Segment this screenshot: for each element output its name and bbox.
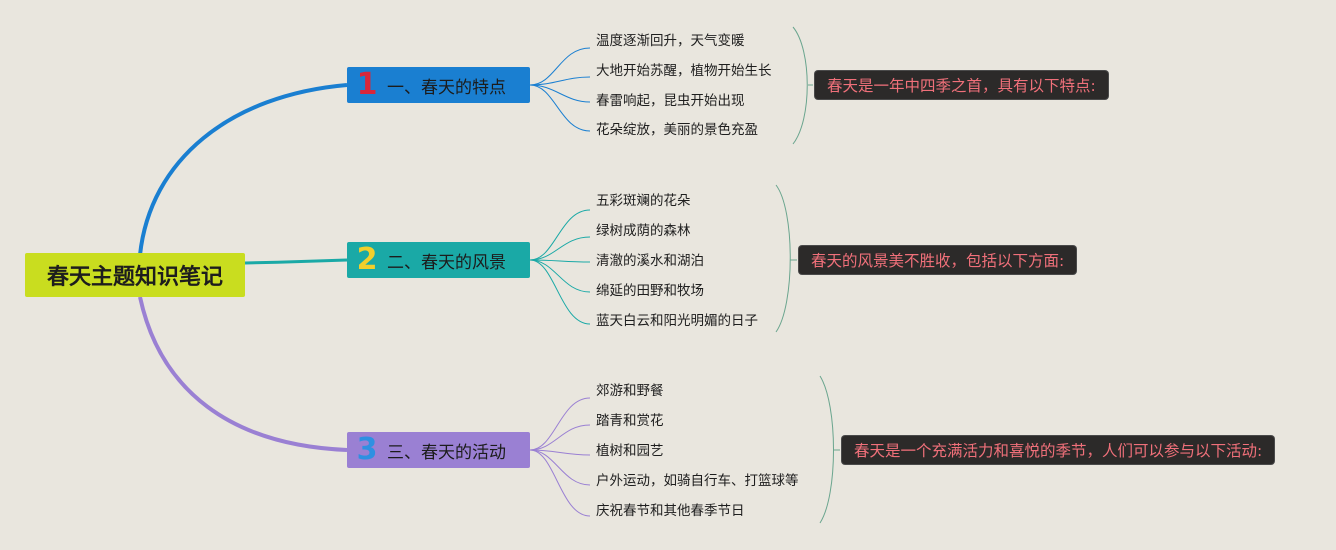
leaf-2-2[interactable]: 绿树成荫的森林 <box>596 223 691 239</box>
summary-note-1[interactable]: 春天是一年中四季之首，具有以下特点: <box>815 71 1108 99</box>
branch-3-topic[interactable]: 3 三、春天的活动 <box>347 432 530 468</box>
leaf-3-4[interactable]: 户外运动，如骑自行车、打篮球等 <box>596 473 799 489</box>
brace-branch-2 <box>775 184 791 333</box>
branch-2-label: 二、春天的风景 <box>387 252 506 273</box>
summary-note-2[interactable]: 春天的风景美不胜收，包括以下方面: <box>799 246 1077 274</box>
brace-branch-1 <box>792 26 808 145</box>
connector-branch-2-leaves <box>529 209 591 325</box>
summary-note-1-text: 春天是一年中四季之首，具有以下特点: <box>827 77 1096 95</box>
branch-1-label: 一、春天的特点 <box>387 77 506 98</box>
leaf-3-1[interactable]: 郊游和野餐 <box>596 383 664 399</box>
leaf-3-2[interactable]: 踏青和赏花 <box>596 413 664 429</box>
summary-note-2-text: 春天的风景美不胜收，包括以下方面: <box>811 252 1065 270</box>
root-topic[interactable]: 春天主题知识笔记 <box>25 253 245 297</box>
connector-root-branch-2 <box>244 258 348 265</box>
branch-1-number: 1 <box>356 67 378 102</box>
leaf-1-3[interactable]: 春雷响起，昆虫开始出现 <box>596 93 745 109</box>
leaf-2-4[interactable]: 绵延的田野和牧场 <box>596 283 704 299</box>
leaf-3-5[interactable]: 庆祝春节和其他春季节日 <box>596 503 745 519</box>
connector-root-branch-1 <box>138 83 348 256</box>
root-title: 春天主题知识笔记 <box>46 265 223 290</box>
leaf-1-2[interactable]: 大地开始苏醒，植物开始生长 <box>596 63 772 79</box>
summary-note-3-text: 春天是一个充满活力和喜悦的季节，人们可以参与以下活动: <box>854 442 1263 460</box>
leaf-1-1[interactable]: 温度逐渐回升，天气变暖 <box>596 33 745 49</box>
connector-branch-1-leaves <box>529 47 591 132</box>
branch-3-number: 3 <box>356 432 378 467</box>
summary-note-3[interactable]: 春天是一个充满活力和喜悦的季节，人们可以参与以下活动: <box>842 436 1275 464</box>
leaf-2-5[interactable]: 蓝天白云和阳光明媚的日子 <box>596 313 758 329</box>
branch-2-topic[interactable]: 2 二、春天的风景 <box>347 242 530 278</box>
leaf-2-1[interactable]: 五彩斑斓的花朵 <box>596 193 691 209</box>
leaf-3-3[interactable]: 植树和园艺 <box>596 443 664 459</box>
leaf-2-3[interactable]: 清澈的溪水和湖泊 <box>596 253 704 269</box>
branch-1-topic[interactable]: 1 一、春天的特点 <box>347 67 530 103</box>
branch-2-number: 2 <box>356 242 378 277</box>
brace-branch-3 <box>819 375 834 524</box>
connector-root-branch-3 <box>138 296 348 452</box>
branch-3-label: 三、春天的活动 <box>387 442 506 463</box>
connector-branch-3-leaves <box>529 397 591 517</box>
leaf-1-4[interactable]: 花朵绽放，美丽的景色充盈 <box>596 122 758 138</box>
